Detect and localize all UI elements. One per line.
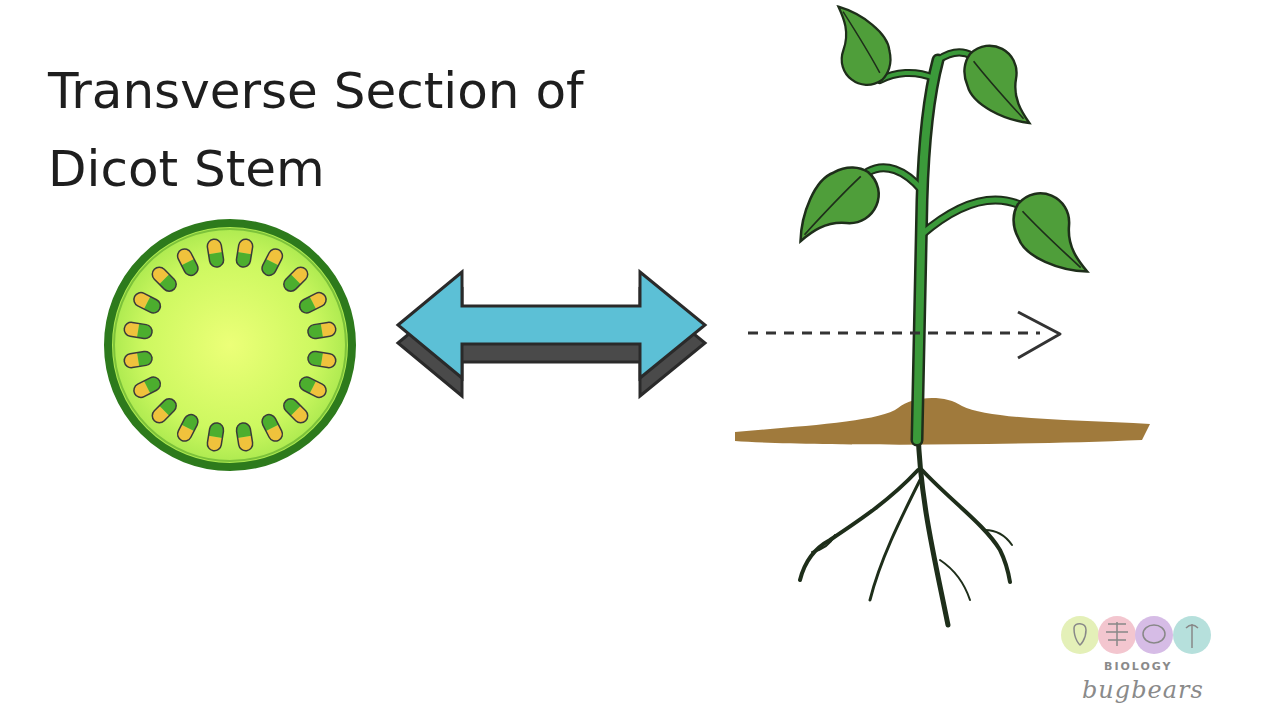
logo-circles [1061,616,1211,654]
vascular-bundle [123,350,153,368]
vascular-bundle [307,350,337,368]
vascular-bundle [260,412,285,443]
watermark-text: bugbears [1082,676,1204,704]
bundle-outline [235,422,253,452]
plant [735,7,1150,625]
bundle-outline [260,412,285,443]
vascular-bundle [281,264,311,294]
vascular-bundle [175,246,200,277]
bundle-outline [307,321,337,339]
vascular-bundle [235,238,253,268]
cortex-line [114,229,346,461]
vascular-bundle [131,375,162,400]
bundle-outline [281,396,311,426]
vascular-bundle [206,422,224,452]
bundle-outline [123,350,153,368]
vascular-bundle [206,238,224,268]
logo-circle [1135,616,1173,654]
logo-circle [1173,616,1211,654]
bundle-outline [260,246,285,277]
ribs-icon [1106,622,1128,646]
leaves [800,7,1093,272]
heart-icon [1074,624,1086,645]
vascular-bundle [307,321,337,339]
stem-cross-section [108,223,352,467]
bundle-outline [131,290,162,315]
epidermis-ring [108,223,352,467]
double-arrow [398,272,705,396]
brain-icon [1143,625,1165,643]
bundle-outline [123,321,153,339]
vascular-bundle [281,396,311,426]
vascular-bundle [149,396,179,426]
bundle-outline [235,238,253,268]
arrow-head [1018,312,1060,358]
bundle-outline [175,246,200,277]
bundle-outline [307,350,337,368]
vascular-bundle [297,290,328,315]
bundle-outline [149,396,179,426]
roots [800,430,1012,625]
logo-circle [1098,616,1136,654]
vascular-bundle [131,290,162,315]
vascular-bundle [297,375,328,400]
bundle-outline [131,375,162,400]
watermark-text: BIOLOGY [1104,660,1173,673]
vascular-bundle [260,246,285,277]
bundle-outline [206,238,224,268]
title: Transverse Section of Dicot Stem [48,52,638,208]
vascular-bundle [175,412,200,443]
bundle-outline [206,422,224,452]
bundle-outline [149,264,179,294]
cut-line [748,312,1060,358]
dashed-line [748,332,1040,335]
arrow-face [398,272,705,378]
flower-icon [1186,624,1198,648]
bundle-outline [281,264,311,294]
vascular-bundle [123,321,153,339]
bundle-outline [297,375,328,400]
bundle-outline [175,412,200,443]
bundle-outline [297,290,328,315]
vascular-bundle [149,264,179,294]
logo-circle [1061,616,1099,654]
soil [735,398,1150,445]
vascular-bundle [235,422,253,452]
